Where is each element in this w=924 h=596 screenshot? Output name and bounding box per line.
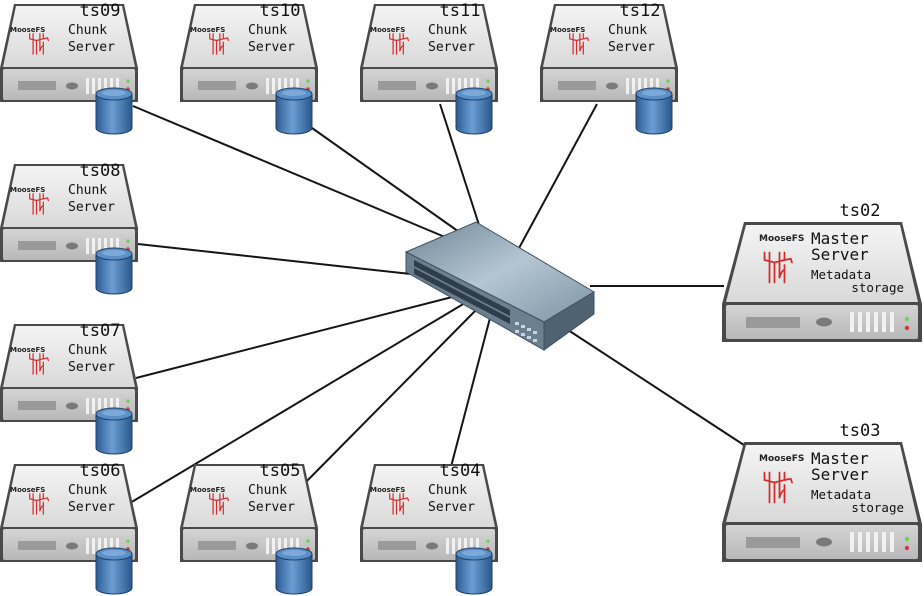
role-label: Server	[68, 40, 115, 55]
role-label: Chunk	[68, 183, 107, 198]
hostname-label: ts11	[440, 1, 481, 21]
disk-icon	[95, 407, 133, 455]
hostname-label: ts07	[80, 321, 121, 341]
role-label: Chunk	[68, 23, 107, 38]
link-ts04	[446, 317, 491, 483]
role-label: Master	[811, 229, 869, 248]
disk-icon	[455, 547, 493, 595]
disk-icon	[275, 547, 313, 595]
hostname-label: ts10	[260, 1, 301, 21]
brand-label: MooseFS	[10, 186, 45, 194]
brand-label: MooseFS	[370, 26, 405, 34]
role-label: Chunk	[68, 483, 107, 498]
role-label: Chunk	[68, 343, 107, 358]
network-switch-icon	[404, 221, 595, 351]
role-label: Server	[811, 465, 869, 484]
role-label: Server	[428, 40, 475, 55]
role-label: Server	[248, 40, 295, 55]
link-ts09	[132, 105, 453, 241]
brand-label: MooseFS	[190, 26, 225, 34]
disk-icon	[275, 87, 313, 135]
hostname-label: ts04	[440, 461, 481, 481]
disk-icon	[455, 87, 493, 135]
role-label: Master	[811, 449, 869, 468]
disk-icon	[95, 247, 133, 295]
role-label: Server	[608, 40, 655, 55]
role-label: Server	[811, 245, 869, 264]
link-ts06	[129, 299, 471, 504]
storage-label: Metadata	[811, 267, 871, 282]
role-label: Server	[68, 360, 115, 375]
role-label: Server	[68, 500, 115, 515]
role-label: Chunk	[248, 483, 287, 498]
role-label: Chunk	[248, 23, 287, 38]
brand-label: MooseFS	[10, 26, 45, 34]
brand-label: MooseFS	[759, 234, 804, 244]
hostname-label: ts08	[80, 161, 121, 181]
network-links	[129, 103, 777, 504]
disk-icon	[635, 87, 673, 135]
disk-icon	[95, 87, 133, 135]
brand-label: MooseFS	[550, 26, 585, 34]
link-ts07	[135, 294, 461, 379]
role-label: Chunk	[428, 483, 467, 498]
brand-label: MooseFS	[10, 486, 45, 494]
brand-label: MooseFS	[190, 486, 225, 494]
link-ts03	[564, 327, 777, 467]
role-label: Chunk	[428, 23, 467, 38]
link-ts11	[439, 103, 481, 229]
brand-label: MooseFS	[370, 486, 405, 494]
brand-label: MooseFS	[10, 346, 45, 354]
link-ts10	[311, 127, 463, 235]
link-ts08	[137, 243, 421, 276]
role-label: Chunk	[608, 23, 647, 38]
hostname-label: ts06	[80, 461, 121, 481]
storage-label: storage	[851, 500, 904, 515]
role-label: Server	[428, 500, 475, 515]
hostname-label: ts05	[260, 461, 301, 481]
hostname-label: ts12	[620, 1, 661, 21]
storage-label: Metadata	[811, 487, 871, 502]
hostname-label: ts09	[80, 1, 121, 21]
hostname-label: ts02	[840, 201, 881, 221]
link-ts12	[517, 103, 598, 251]
hostname-label: ts03	[840, 421, 881, 441]
role-label: Server	[68, 200, 115, 215]
storage-label: storage	[851, 280, 904, 295]
link-ts05	[299, 307, 479, 489]
role-label: Server	[248, 500, 295, 515]
disk-icon	[95, 547, 133, 595]
brand-label: MooseFS	[759, 454, 804, 464]
